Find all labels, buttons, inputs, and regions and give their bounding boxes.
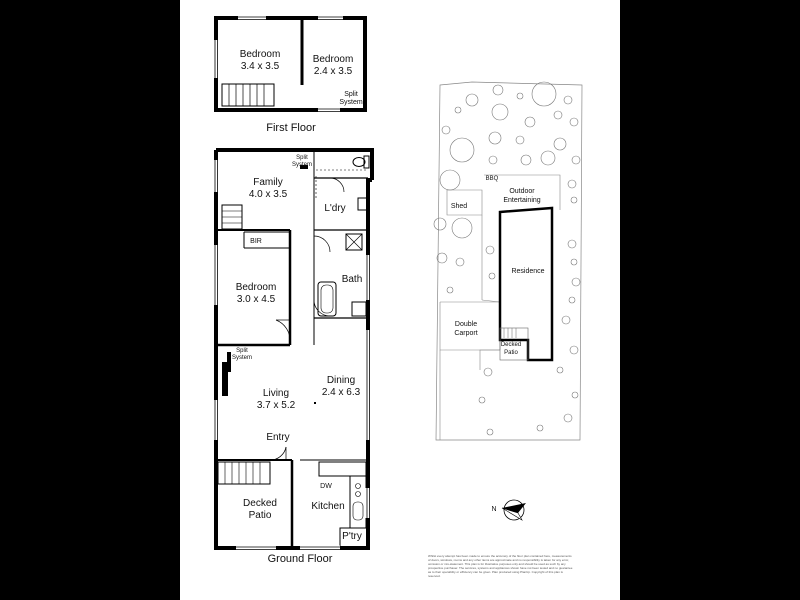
living-size: 3.7 x 5.2	[257, 400, 296, 411]
family-label: Family	[253, 177, 282, 188]
laundry-label: L'dry	[324, 203, 345, 214]
shed-label: Shed	[451, 203, 467, 210]
disclaimer-line-5: as to their operability or efficiency ca…	[428, 570, 563, 574]
decked-patio-label-1: Decked	[243, 498, 277, 509]
dining-size: 2.4 x 6.3	[322, 387, 361, 398]
site-plan: BBQ Outdoor Entertaining Shed Residence …	[433, 81, 583, 441]
ff-bedroom-1-size: 3.4 x 3.5	[241, 61, 280, 72]
ff-split-system-label-1: Split	[344, 91, 358, 98]
compass-north-label: N	[491, 506, 496, 513]
gf-split-system-top-2: System	[292, 162, 312, 168]
kitchen-label: Kitchen	[311, 501, 344, 512]
residence-label: Residence	[511, 268, 544, 275]
ground-floor-plan: Split System Family 4.0 x 3.5 L'dry BIR …	[213, 148, 374, 565]
first-floor-caption: First Floor	[266, 122, 316, 134]
disclaimer-line-4: prospective purchaser. The services, sys…	[428, 566, 573, 570]
gf-split-system-living-1: Split	[236, 348, 248, 354]
compass: N	[491, 499, 526, 521]
decked-patio-label-2: Patio	[249, 510, 272, 521]
site-decked-patio-label-2: Patio	[504, 350, 518, 356]
ff-bedroom-1-label: Bedroom	[240, 49, 281, 60]
site-decked-patio-label-1: Decked	[501, 342, 521, 348]
bedroom-label: Bedroom	[236, 282, 277, 293]
disclaimer-line-2: of doors, windows, rooms and any other i…	[428, 558, 569, 562]
pantry-label: P'try	[342, 531, 362, 542]
outdoor-entertaining-label-2: Entertaining	[503, 197, 540, 204]
entry-label: Entry	[266, 432, 289, 443]
double-carport-label-1: Double	[455, 321, 477, 328]
ff-bedroom-2-size: 2.4 x 3.5	[314, 66, 353, 77]
bbq-label: BBQ	[486, 176, 499, 182]
family-size: 4.0 x 3.5	[249, 189, 288, 200]
ff-split-system-label-2: System	[339, 99, 363, 106]
dishwasher-label: DW	[320, 483, 332, 490]
bedroom-size: 3.0 x 4.5	[237, 294, 276, 305]
floor-plan-sheet: Bedroom 3.4 x 3.5 Bedroom 2.4 x 3.5 Spli…	[180, 0, 620, 600]
gf-split-system-top-1: Split	[296, 155, 308, 161]
disclaimer-line-6: reserved.	[428, 574, 441, 578]
floor-plan-drawing: Bedroom 3.4 x 3.5 Bedroom 2.4 x 3.5 Spli…	[213, 15, 583, 578]
living-label: Living	[263, 388, 289, 399]
outdoor-entertaining-label-1: Outdoor	[509, 188, 535, 195]
ff-bedroom-2-label: Bedroom	[313, 54, 354, 65]
first-floor-plan: Bedroom 3.4 x 3.5 Bedroom 2.4 x 3.5 Spli…	[213, 15, 367, 134]
bir-label: BIR	[250, 238, 262, 245]
disclaimer-line-1: Whilst every attempt has been made to en…	[428, 554, 572, 558]
ground-floor-caption: Ground Floor	[268, 553, 333, 565]
bath-label: Bath	[342, 274, 363, 285]
disclaimer-line-3: omission or mis-statement. This plan is …	[428, 562, 566, 566]
gf-split-system-living-2: System	[232, 355, 252, 361]
disclaimer: Whilst every attempt has been made to en…	[428, 554, 573, 578]
double-carport-label-2: Carport	[454, 330, 477, 337]
dining-label: Dining	[327, 375, 355, 386]
